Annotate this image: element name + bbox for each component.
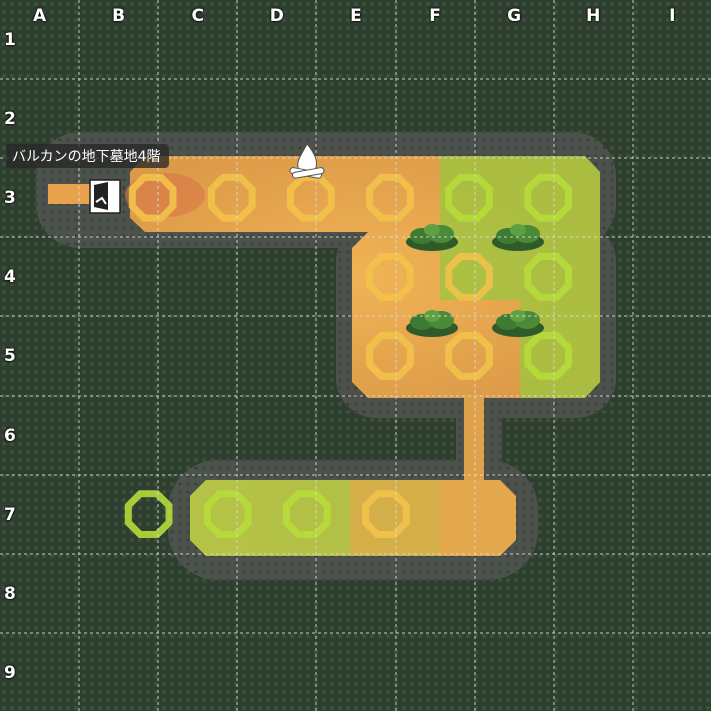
floor-cell xyxy=(445,173,493,222)
floor-cell xyxy=(124,490,173,538)
floor-cell xyxy=(128,173,177,222)
red-patch xyxy=(125,173,205,217)
door-icon[interactable] xyxy=(89,179,121,214)
floor-cell xyxy=(283,490,331,538)
floor-cell xyxy=(366,332,414,380)
bush-icon xyxy=(492,310,544,337)
cells xyxy=(124,173,572,538)
floor-name-label: バルカンの地下墓地4階 xyxy=(6,144,169,168)
floor-cell xyxy=(287,173,335,222)
floor-cell xyxy=(207,173,256,222)
floor-cell xyxy=(524,173,572,222)
floor-cell xyxy=(524,253,572,301)
campfire-icon[interactable] xyxy=(289,143,325,179)
floor-cell xyxy=(445,253,493,301)
floor-cell xyxy=(366,253,414,301)
floor-cell xyxy=(524,332,572,380)
floor-cell xyxy=(362,490,410,538)
floor-cell xyxy=(445,332,493,380)
floor-cell xyxy=(366,173,414,222)
floor-cell xyxy=(203,490,252,538)
